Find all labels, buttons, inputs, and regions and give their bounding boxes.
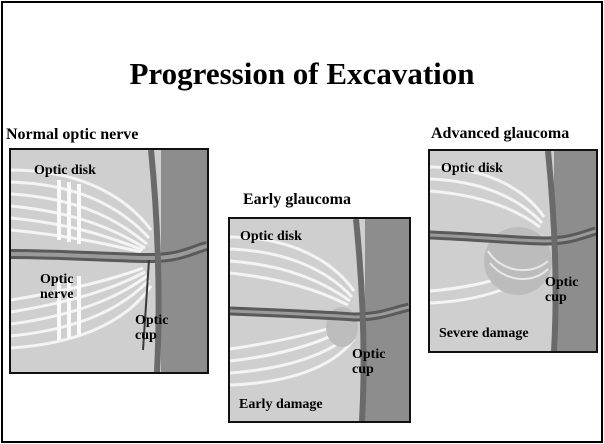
slide-title: Progression of Excavation xyxy=(0,56,604,92)
advanced-glaucoma-illustration xyxy=(428,149,598,353)
early-heading: Early glaucoma xyxy=(243,191,351,209)
normal-optic-disk-label: Optic disk xyxy=(34,163,96,178)
advanced-damage-label: Severe damage xyxy=(439,326,529,341)
normal-optic-nerve-label: Optic nerve xyxy=(40,272,73,302)
early-glaucoma-illustration xyxy=(228,217,411,423)
early-optic-cup-label: Optic cup xyxy=(352,347,385,377)
normal-optic-cup-label: Optic cup xyxy=(135,313,168,343)
normal-heading: Normal optic nerve xyxy=(6,126,138,144)
advanced-heading: Advanced glaucoma xyxy=(431,125,569,143)
advanced-optic-disk-label: Optic disk xyxy=(441,161,503,176)
early-optic-disk-label: Optic disk xyxy=(240,229,302,244)
normal-optic-nerve-illustration xyxy=(9,148,209,374)
early-damage-label: Early damage xyxy=(239,397,323,412)
advanced-optic-cup-label: Optic cup xyxy=(545,275,578,305)
